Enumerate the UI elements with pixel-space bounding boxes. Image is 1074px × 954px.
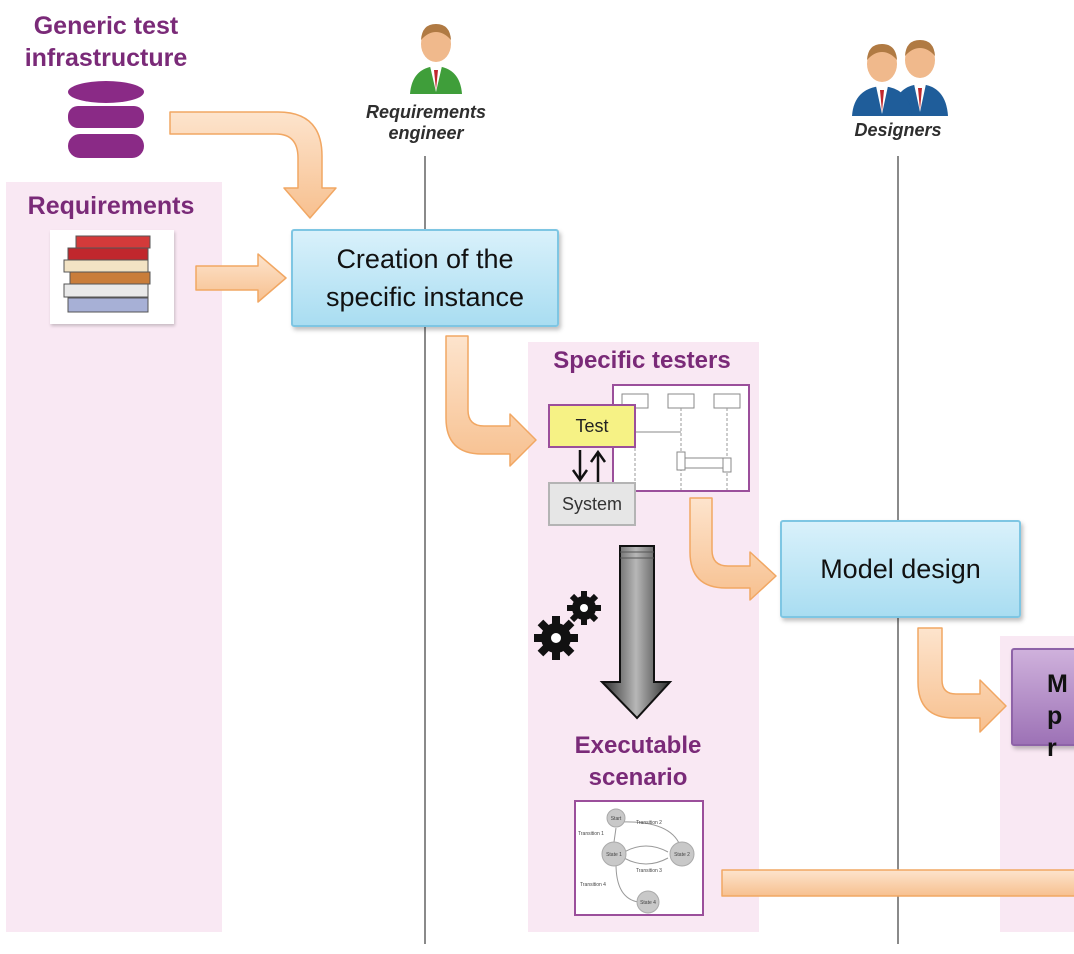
requirements-engineer-lifeline — [424, 156, 426, 944]
transition-1-label: Transition 1 — [578, 831, 604, 837]
state-machine-thumbnail: Start State 1 State 2 State 4 Transition… — [574, 800, 704, 916]
gears-icon — [534, 591, 601, 660]
arrow-creation-to-testers — [445, 335, 537, 467]
specific-testers-title: Specific testers — [553, 347, 731, 374]
arrow-executable-to-right — [721, 869, 1074, 897]
requirements-engineer-label: Requirements engineer — [365, 102, 487, 143]
test-system-arrows — [571, 449, 607, 483]
transition-2-label: Transition 2 — [636, 820, 662, 826]
state-4-label: State 4 — [640, 900, 656, 906]
test-block: Test — [548, 404, 636, 448]
state-2-label: State 2 — [674, 852, 690, 858]
executable-scenario-title: Executable scenario — [574, 732, 702, 791]
database-icon — [68, 81, 144, 158]
cut-off-purple-box: M pr — [1011, 648, 1074, 762]
books-icon — [50, 230, 174, 324]
person-icon — [410, 24, 462, 94]
generic-infra-title: Generic test infrastructure — [24, 12, 188, 72]
requirements-title: Requirements — [27, 192, 195, 220]
arrow-model-to-purple — [917, 627, 1007, 733]
state-start-label: Start — [611, 816, 622, 822]
arrow-testers-to-model — [689, 497, 777, 601]
creation-step-box: Creation of the specific instance — [291, 229, 559, 327]
designers-label: Designers — [854, 120, 942, 140]
arrow-infra-to-creation — [169, 111, 337, 219]
transition-4-label: Transition 4 — [580, 882, 606, 888]
generation-down-arrow — [599, 545, 673, 720]
state-1-label: State 1 — [606, 852, 622, 858]
cut-off-box-text: M pr — [1047, 670, 1068, 762]
transition-3-label: Transition 3 — [636, 868, 662, 874]
model-design-box: Model design — [780, 520, 1021, 618]
group-icon — [852, 40, 948, 116]
arrow-requirements-to-creation — [195, 253, 287, 303]
system-block: System — [548, 482, 636, 526]
